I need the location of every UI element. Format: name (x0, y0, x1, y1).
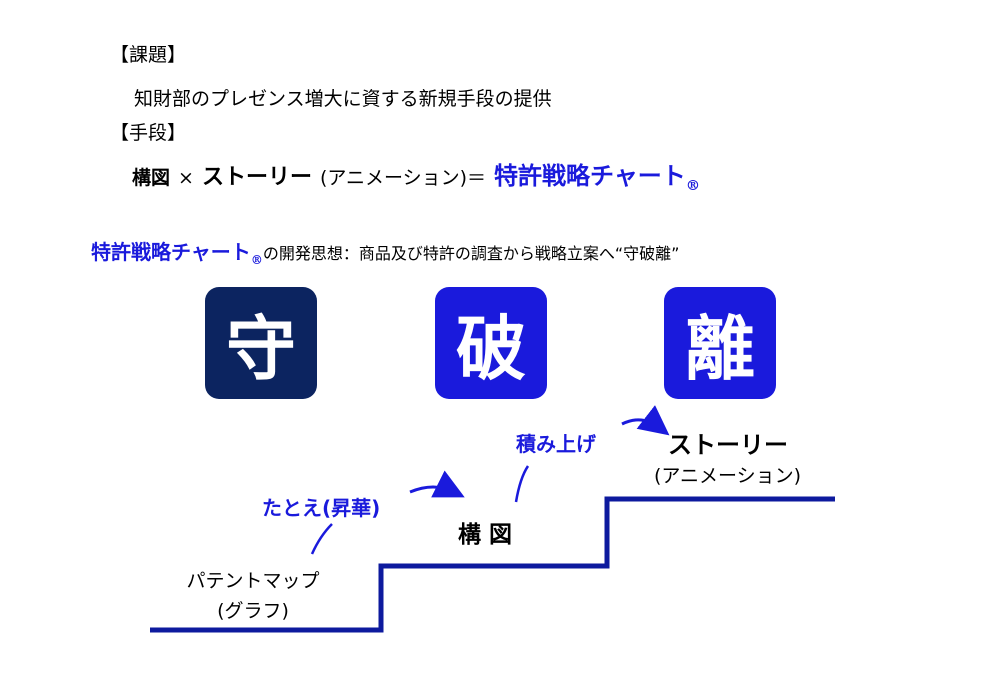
means-heading: 【手段】 (110, 122, 187, 144)
formula-paren: (アニメーション)＝ (319, 167, 487, 189)
arrow2-label: 積み上げ (516, 432, 596, 456)
formula-reg-mark: ® (685, 176, 701, 194)
formula-brand-text: 特許戦略チャート (494, 161, 686, 190)
formula-line: 構図 × ストーリー (アニメーション)＝ 特許戦略チャート® (132, 156, 700, 194)
arrow-buildup-upper (621, 405, 670, 436)
box-ha: 破 (435, 287, 547, 399)
step1-label-line1: パテントマップ (186, 570, 320, 592)
concept-brand-text: 特許戦略チャート (91, 240, 251, 264)
stair-line (150, 496, 835, 633)
box-shu: 守 (205, 287, 317, 399)
arrow1-label: たとえ(昇華) (262, 496, 381, 520)
formula-part1: 構図 (132, 167, 171, 189)
step3-label: ストーリー (668, 431, 788, 459)
concept-text: の開発思想：商品及び特許の調査から戦略立案へ“守破離” (262, 244, 680, 263)
issue-text: 知財部のプレゼンス増大に資する新規手段の提供 (134, 88, 552, 110)
step1-label-line2: (グラフ) (217, 600, 289, 622)
arrow-sublimation-lower (310, 523, 333, 555)
formula-times: × (178, 167, 194, 189)
formula-brand: 特許戦略チャート® (494, 156, 700, 194)
concept-line: 特許戦略チャート® の開発思想：商品及び特許の調査から戦略立案へ“守破離” (91, 236, 679, 267)
step2-label: 構 図 (458, 522, 513, 548)
box-ri: 離 (664, 287, 776, 399)
arrow-sublimation-upper (409, 470, 465, 498)
step3-sublabel: (アニメーション) (654, 465, 802, 487)
concept-brand: 特許戦略チャート® (91, 236, 263, 267)
arrow-buildup-lower (514, 465, 530, 503)
formula-part2: ストーリー (201, 165, 312, 190)
issue-heading: 【課題】 (110, 44, 187, 66)
concept-reg-mark: ® (250, 253, 263, 267)
